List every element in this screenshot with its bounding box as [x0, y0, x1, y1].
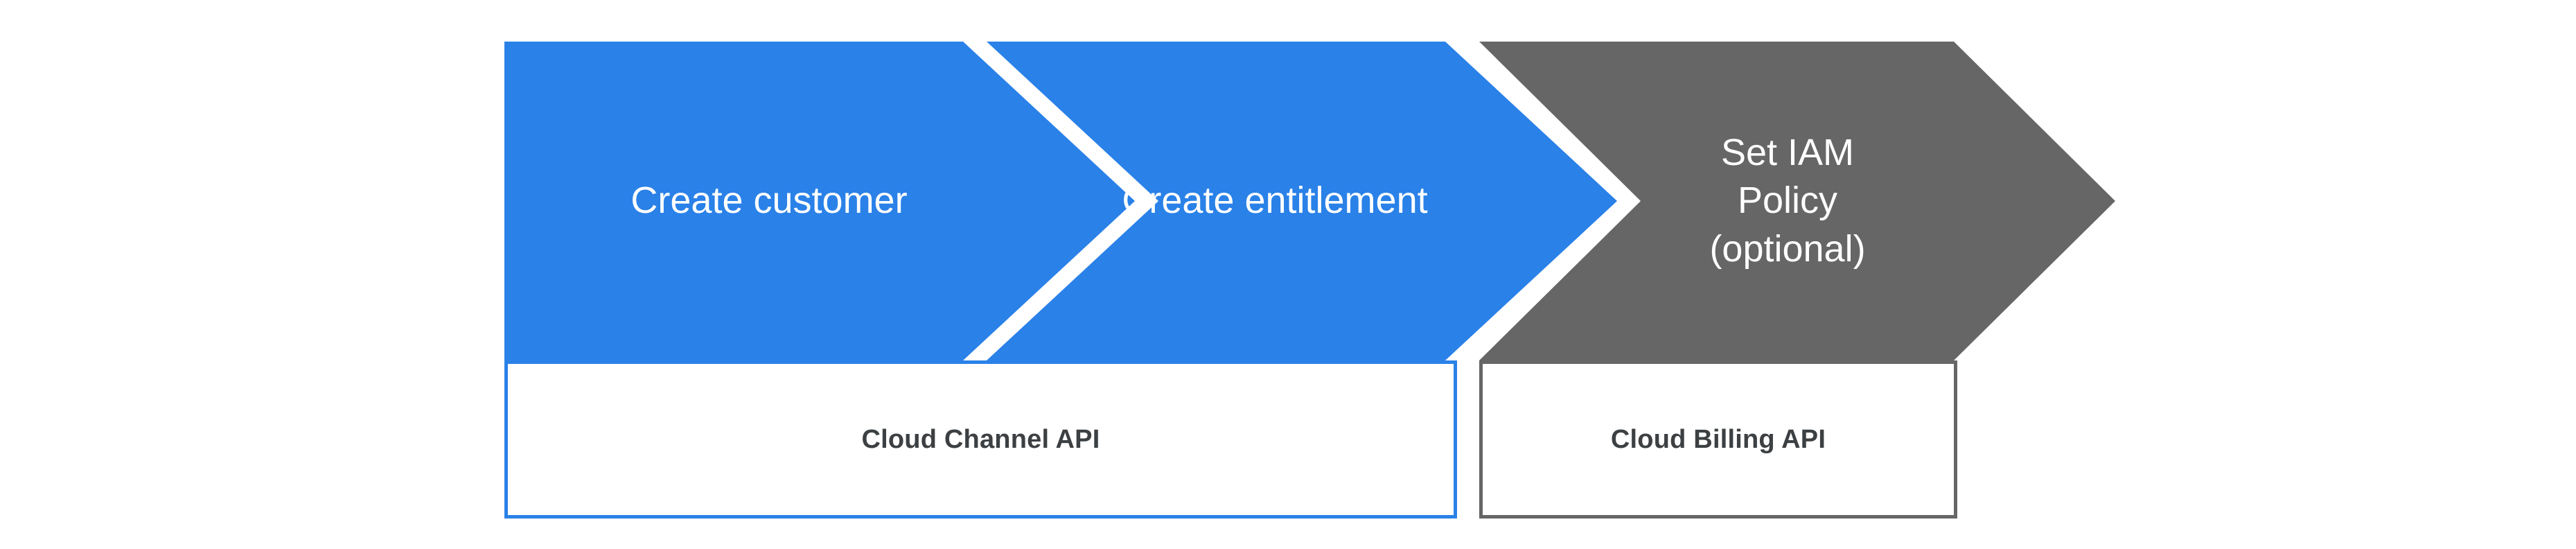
api-box-cloud-channel[interactable]: Cloud Channel API [504, 360, 1457, 518]
api-box-cloud-billing[interactable]: Cloud Billing API [1479, 360, 1957, 518]
chevron-create-entitlement[interactable] [987, 42, 1617, 360]
chevron-set-iam-policy[interactable] [1479, 42, 2115, 360]
api-box-label-cloud-billing: Cloud Billing API [1610, 424, 1826, 454]
chevron-create-customer[interactable] [504, 42, 1135, 360]
api-box-label-cloud-channel: Cloud Channel API [861, 424, 1100, 454]
